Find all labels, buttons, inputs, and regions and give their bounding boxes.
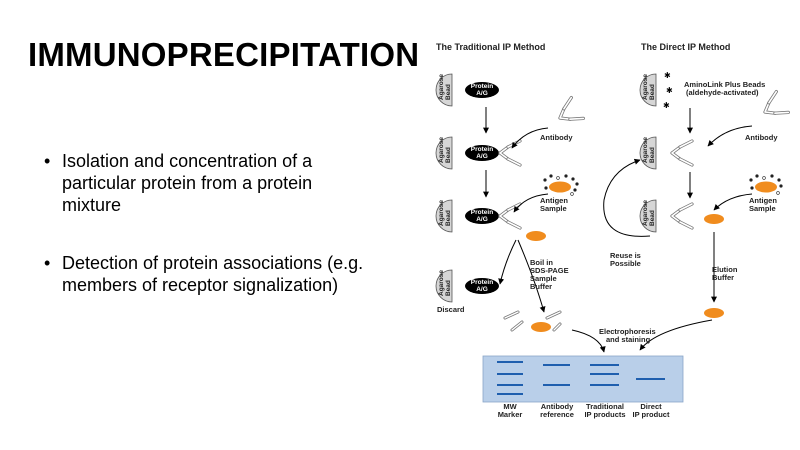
svg-text:Antibody: Antibody [541,402,574,411]
svg-text:Protein: Protein [471,279,493,286]
arrow [707,125,753,147]
svg-text:✱: ✱ [663,101,670,110]
antigen-label: Sample [749,204,776,213]
agarose-bead: Agarose Bead [435,72,453,107]
lane-label: Traditional IP products [584,402,625,419]
protein-ag: Protein A/G [465,82,499,98]
direct-header: The Direct IP Method [641,42,730,52]
agarose-bead: Agarose Bead [639,198,657,233]
bullet-text: Isolation and concentration of a particu… [62,151,313,215]
svg-text:A/G: A/G [476,90,488,97]
protein-ag: Protein A/G [465,278,499,294]
svg-text:Sample: Sample [530,274,557,283]
svg-text:✱: ✱ [666,86,673,95]
svg-text:Agarose Bead: Agarose Bead [438,72,452,100]
svg-text:A/G: A/G [476,286,488,293]
svg-text:Agarose Bead: Agarose Bead [438,198,452,226]
slide-title: IMMUNOPRECIPITATION [28,36,420,73]
svg-text:IP products: IP products [584,410,625,419]
svg-text:Direct: Direct [640,402,662,411]
electrophoresis-label: Electrophoresis [599,327,656,336]
antigen [704,214,724,224]
bullet-dot: • [44,151,51,171]
agarose-bead: Agarose Bead [435,198,453,233]
antigen-sample [749,174,783,195]
svg-text:Buffer: Buffer [530,282,552,291]
svg-text:Agarose Bead: Agarose Bead [642,198,656,226]
antigen-label: Antigen [749,196,777,205]
svg-text:A/G: A/G [476,153,488,160]
arrow [639,319,713,351]
svg-text:Agarose Bead: Agarose Bead [438,268,452,296]
reuse-arrow [603,158,651,237]
agarose-bead: Agarose Bead [435,135,453,170]
antigen [526,231,546,241]
discarded-bead: Agarose Bead [435,268,453,303]
aminolink-label: AminoLink Plus Beads [684,80,765,89]
antigen-sample [543,174,579,196]
protein-ag: Protein A/G [465,208,499,224]
arrow [513,193,549,213]
traditional-header: The Traditional IP Method [436,42,545,52]
bullet-list: • Isolation and concentration of a partic… [42,150,372,332]
svg-text:Boil in: Boil in [530,258,553,267]
arrow [713,193,753,211]
antibody [757,90,790,124]
svg-text:Marker: Marker [498,410,523,419]
elution-label: Elution [712,265,738,274]
arrow [571,329,606,353]
antibody [498,139,522,167]
elution-label: Buffer [712,273,734,282]
antigen [531,322,551,332]
svg-text:SDS-PAGE: SDS-PAGE [530,266,569,275]
electrophoresis-label: and staining [606,335,651,344]
boil-label: Boil in SDS-PAGE Sample Buffer [530,258,569,291]
antibody [670,139,694,167]
antigen [704,308,724,318]
svg-text:Protein: Protein [471,209,493,216]
svg-text:MW: MW [503,402,517,411]
reuse-label: Reuse is [610,251,641,260]
bullet-item: • Detection of protein associations (e.g.… [42,252,372,296]
lane-label: MW Marker [498,402,523,419]
arrow [511,127,549,149]
discard-label: Discard [437,305,465,314]
antibody-label: Antibody [745,133,778,142]
antigen-label: Sample [540,204,567,213]
svg-text:Protein: Protein [471,83,493,90]
lane-label: Antibody reference [540,402,574,419]
aldehyde-mark: ✱ [664,71,671,80]
antibody [670,202,694,230]
arrow [498,239,517,285]
svg-text:Traditional: Traditional [586,402,624,411]
svg-text:A/G: A/G [476,216,488,223]
svg-text:Agarose Bead: Agarose Bead [642,72,656,100]
svg-text:reference: reference [540,410,574,419]
svg-text:Protein: Protein [471,146,493,153]
gel-bands [497,361,665,395]
antibody [552,96,585,130]
svg-text:Agarose Bead: Agarose Bead [438,135,452,163]
bullet-dot: • [44,253,51,273]
aminolink-label: (aldehyde-activated) [686,88,759,97]
arrow [517,239,546,313]
protein-ag: Protein A/G [465,145,499,161]
svg-text:Agarose Bead: Agarose Bead [642,135,656,163]
lane-label: Direct IP product [633,402,670,419]
antibody-label: Antibody [540,133,573,142]
svg-text:IP product: IP product [633,410,670,419]
bullet-item: • Isolation and concentration of a partic… [42,150,372,216]
reuse-label: Possible [610,259,641,268]
agarose-bead: Agarose Bead [639,135,657,170]
aminolink-bead: Agarose Bead ✱ ✱ ✱ [639,71,673,110]
bullet-text: Detection of protein associations (e.g. … [62,253,364,295]
antigen-label: Antigen [540,196,568,205]
